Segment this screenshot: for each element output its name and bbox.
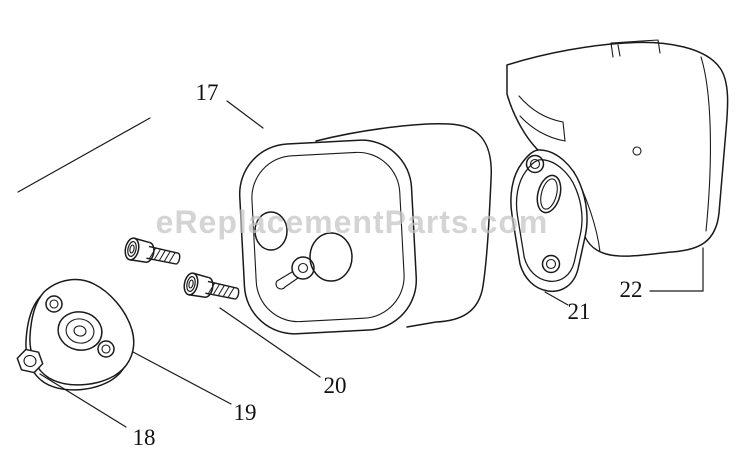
screw-1 [122, 236, 183, 271]
screws-part [122, 236, 242, 306]
screw-2 [181, 271, 242, 306]
leader-line-18 [39, 373, 127, 428]
exhaust-gasket-part [510, 149, 588, 293]
plate-center-hole [73, 325, 87, 337]
gasket-outer-edge [510, 149, 588, 293]
leader-lines [17, 100, 704, 428]
part-label-21: 21 [568, 299, 591, 324]
plate-bolt-hole-left-inner [49, 299, 59, 309]
gasket-bolt-hole-top [525, 154, 545, 174]
plate-bolt-hole-left [45, 295, 63, 313]
gasket-bolt-hole-bottom [541, 254, 561, 274]
mounting-plate-part [25, 278, 135, 391]
gasket-bolt-hole-top-inner [529, 158, 541, 170]
muffler-stud [297, 262, 309, 274]
nut-hex-body [16, 348, 44, 374]
cover-mount-hole [632, 146, 642, 156]
hex-nut-part [16, 348, 44, 374]
leader-line-17 [226, 100, 264, 129]
part-label-17: 17 [196, 80, 219, 105]
gasket-inner-edge [515, 159, 583, 282]
muffler-front-face [238, 139, 418, 335]
plate-bolt-hole-right-inner [101, 344, 111, 354]
gasket-port-slot [536, 174, 562, 214]
part-label-18: 18 [133, 425, 156, 450]
leader-line-21 [544, 291, 569, 306]
muffler-back-body [315, 123, 493, 328]
part-label-22: 22 [620, 277, 643, 302]
gasket-port-slot-inner [540, 178, 558, 210]
plate-front-face [29, 278, 135, 386]
muffler-part [238, 123, 493, 335]
watermark-text: eReplacementParts.com [156, 204, 549, 240]
part-labels: 17 18 19 20 21 22 [133, 80, 643, 450]
part-label-19: 19 [234, 400, 257, 425]
plate-bolt-hole-right [97, 340, 115, 358]
muffler-port-left [254, 211, 288, 251]
nut-thread-hole [23, 354, 37, 368]
leader-line-19 [132, 351, 232, 405]
cover-top-tab [610, 39, 661, 58]
leader-line-20 [219, 307, 321, 378]
cover-crease-right [700, 56, 711, 232]
leader-line-17-left [17, 117, 151, 193]
muffler-face-inset-line [251, 151, 405, 323]
cover-flange-notch [518, 95, 566, 142]
plate-center-boss-mid [65, 318, 95, 344]
muffler-stud-boss [291, 256, 315, 280]
leader-line-22 [649, 247, 704, 292]
muffler-port-right [309, 232, 353, 282]
muffler-stud-shaft [275, 271, 299, 290]
plate-center-boss-outer [57, 311, 103, 351]
gasket-bolt-hole-bottom-inner [545, 258, 557, 270]
part-label-20: 20 [324, 373, 347, 398]
